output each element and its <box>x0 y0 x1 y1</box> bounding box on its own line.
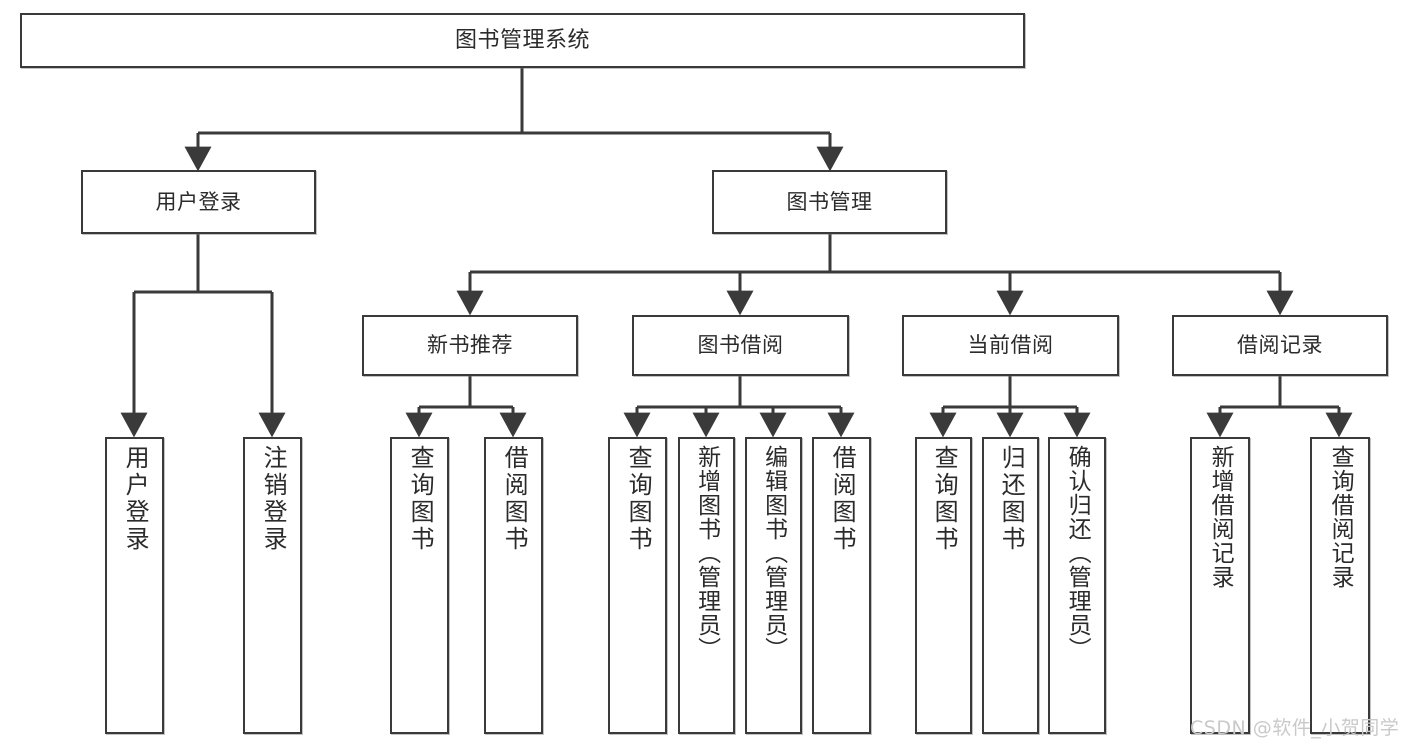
node-user-login[interactable]: 用户登录 <box>81 170 316 234</box>
node-label: 图书借阅 <box>697 333 784 358</box>
leaf-add-borrow-record[interactable]: 新增借阅记录 <box>1190 437 1250 734</box>
leaf-add-book-admin[interactable]: 新增图书（管理员） <box>678 437 735 734</box>
node-label: 图书管理 <box>786 189 873 214</box>
node-label: 查询图书 <box>406 445 435 553</box>
leaf-return-book[interactable]: 归还图书 <box>982 437 1039 734</box>
node-label: 查询借阅记录 <box>1327 445 1354 589</box>
node-borrow-record[interactable]: 借阅记录 <box>1172 315 1388 376</box>
node-label: 新增借阅记录 <box>1207 445 1234 589</box>
leaf-query-book-borrow[interactable]: 查询图书 <box>608 437 667 734</box>
node-label: 查询图书 <box>624 445 653 553</box>
node-label: 新增图书（管理员） <box>693 445 720 661</box>
leaf-confirm-return-admin[interactable]: 确认归还（管理员） <box>1048 437 1106 734</box>
node-label: 借阅图书 <box>500 445 529 553</box>
leaf-query-book-recommend[interactable]: 查询图书 <box>390 437 449 734</box>
node-current-borrow[interactable]: 当前借阅 <box>902 315 1119 376</box>
node-label: 注销登录 <box>259 445 288 553</box>
node-label: 编辑图书（管理员） <box>760 445 787 661</box>
node-label: 借阅图书 <box>828 445 857 553</box>
node-label: 查询图书 <box>930 445 959 553</box>
node-label: 新书推荐 <box>427 333 513 358</box>
leaf-borrow-book[interactable]: 借阅图书 <box>812 437 871 734</box>
node-label: 用户登录 <box>121 445 150 553</box>
node-label: 当前借阅 <box>967 333 1054 358</box>
leaf-logout-login[interactable]: 注销登录 <box>243 437 302 734</box>
leaf-borrow-book-recommend[interactable]: 借阅图书 <box>484 437 543 734</box>
node-label: 归还图书 <box>997 445 1026 553</box>
node-label: 借阅记录 <box>1237 333 1323 358</box>
node-label: 确认归还（管理员） <box>1064 445 1091 661</box>
leaf-edit-book-admin[interactable]: 编辑图书（管理员） <box>745 437 802 734</box>
leaf-query-book-current[interactable]: 查询图书 <box>915 437 972 734</box>
csdn-watermark: CSDN @软件_小贺同学 <box>1190 717 1400 739</box>
node-book-management[interactable]: 图书管理 <box>712 170 947 234</box>
leaf-user-login[interactable]: 用户登录 <box>105 437 164 734</box>
node-root-book-management-system[interactable]: 图书管理系统 <box>20 13 1025 68</box>
node-label: 图书管理系统 <box>454 27 590 53</box>
node-new-book-recommend[interactable]: 新书推荐 <box>362 315 578 376</box>
node-book-borrow[interactable]: 图书借阅 <box>632 315 849 376</box>
node-label: 用户登录 <box>155 189 242 214</box>
leaf-query-borrow-record[interactable]: 查询借阅记录 <box>1310 437 1370 734</box>
